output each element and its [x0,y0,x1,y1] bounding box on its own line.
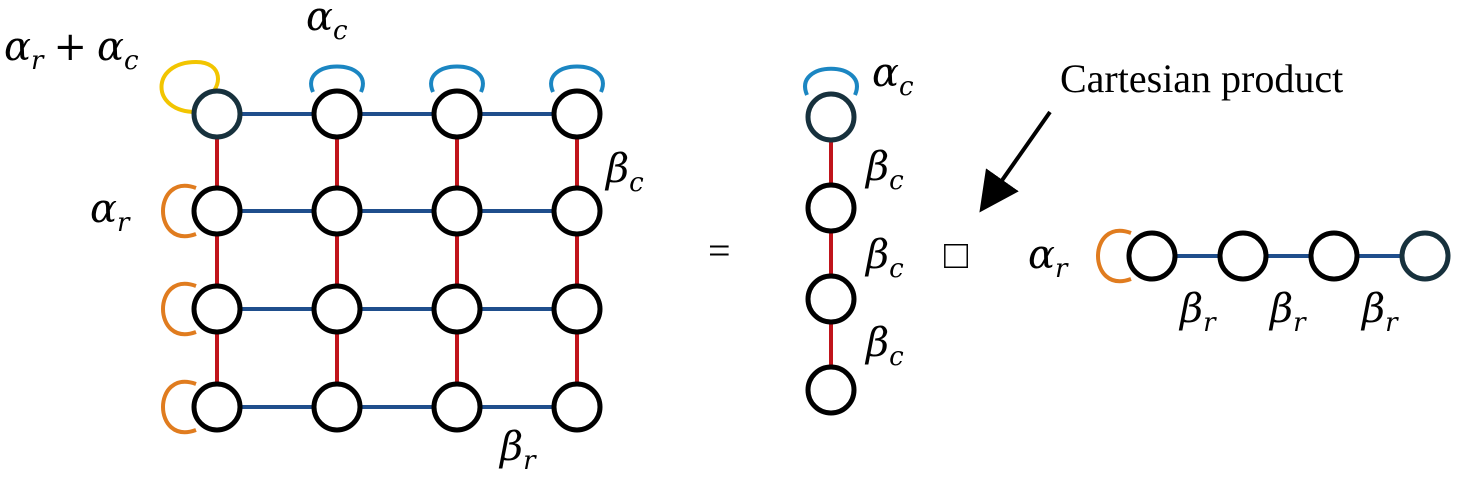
grid-node [191,283,243,335]
top-loop-label: αc [306,0,348,46]
column-edge-label: βc [864,232,904,284]
annotation-arrow [979,110,1052,213]
left-self-loop [161,379,197,435]
top-self-loop [549,64,605,93]
left-self-loop [161,183,197,239]
row-edge-label: βr [1360,286,1399,338]
grid-node [431,283,483,335]
row-path-graph: αr βr βr βr [1028,228,1451,338]
grid-node [431,381,483,433]
grid-nodes [191,88,603,433]
grid-node [191,381,243,433]
left-loop-label: αr [90,186,131,238]
grid-node [551,185,603,237]
column-self-loop [803,66,859,96]
grid-col-edges [215,114,579,407]
grid-node [311,88,363,140]
row-node [1308,230,1360,282]
column-node [805,91,857,143]
corner-self-loop [159,59,220,114]
column-path-graph: αc βc βc βc [803,50,914,416]
grid-self-loops [159,59,605,435]
grid-node [191,185,243,237]
grid-node [551,381,603,433]
column-node [805,182,857,234]
column-edge-label: βc [864,320,904,372]
grid-col-edge-label: βc [604,146,644,198]
grid-node [551,283,603,335]
row-edge-label: βr [1268,286,1307,338]
grid-graph: αr+αc αc βc αr βr [4,0,644,476]
grid-node [431,185,483,237]
column-edge-label: βc [864,144,904,196]
grid-node [311,283,363,335]
row-edge-label: βr [1178,286,1217,338]
top-self-loop [309,64,365,93]
column-node [805,273,857,325]
grid-node [431,88,483,140]
column-loop-label: αc [872,50,914,102]
row-node [1399,230,1451,282]
row-self-loop [1096,228,1132,284]
column-node [805,364,857,416]
row-loop-label: αr [1028,232,1069,284]
grid-node [551,88,603,140]
row-node [1217,230,1269,282]
grid-node [311,185,363,237]
grid-row-edges [217,112,577,409]
row-node [1126,230,1178,282]
equals-sign: = [708,228,731,273]
cartesian-product-operator: □ [944,232,968,277]
cartesian-product-label: Cartesian product [1060,56,1343,101]
corner-loop-label: αr+αc [4,24,139,76]
grid-node [311,381,363,433]
grid-node [191,88,243,140]
top-self-loop [429,64,485,93]
left-self-loop [161,281,197,337]
grid-row-edge-label: βr [498,424,537,476]
